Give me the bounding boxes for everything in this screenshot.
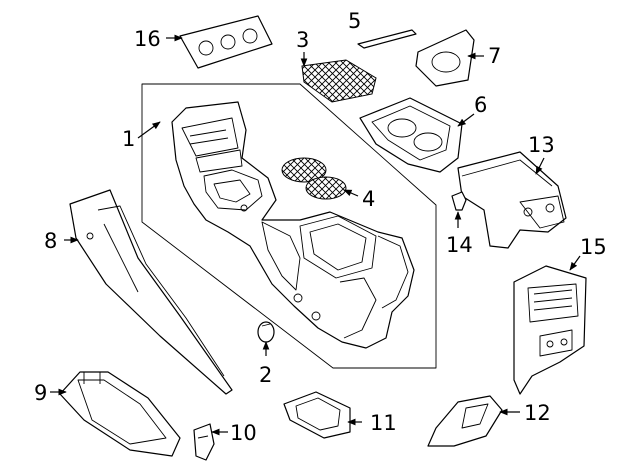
callout-2: 2 [259, 363, 272, 387]
callout-7: 7 [488, 44, 501, 68]
clip-part-14 [451, 191, 467, 211]
leader-6 [457, 113, 475, 127]
leader-15 [569, 255, 581, 271]
callout-6: 6 [474, 93, 487, 117]
clip-part-2 [257, 321, 275, 343]
callout-14: 14 [446, 233, 473, 257]
leader-13 [535, 157, 545, 175]
callout-1: 1 [122, 127, 135, 151]
leader-4 [343, 189, 359, 197]
callout-10: 10 [230, 421, 257, 445]
rear-vent-panel-part-15 [513, 265, 587, 395]
callout-8: 8 [44, 229, 57, 253]
callout-15: 15 [580, 235, 607, 259]
callout-12: 12 [524, 401, 551, 425]
shifter-trim-part-7 [415, 29, 475, 87]
callout-4: 4 [362, 187, 375, 211]
side-panel-part-8 [69, 189, 233, 395]
armrest-lid-part-13 [457, 151, 567, 249]
center-console-part [171, 101, 415, 349]
callout-13: 13 [528, 133, 555, 157]
mat-part-3 [301, 59, 377, 103]
bracket-part-12 [427, 395, 503, 447]
strip-part-5 [357, 29, 417, 49]
small-bracket-part-10 [193, 423, 215, 461]
lower-bracket-part-9 [59, 371, 181, 457]
callout-3: 3 [296, 28, 309, 52]
callout-11: 11 [370, 411, 397, 435]
cup-holder-part-6 [359, 97, 463, 173]
cup-mat-part-4 [281, 157, 347, 200]
console-group-frame [141, 83, 437, 369]
leader-1 [137, 121, 161, 139]
mounting-plate-part-11 [283, 391, 351, 439]
callout-9: 9 [34, 381, 47, 405]
callout-16: 16 [134, 27, 161, 51]
callout-5: 5 [348, 9, 361, 33]
control-panel-part-16 [179, 15, 273, 69]
